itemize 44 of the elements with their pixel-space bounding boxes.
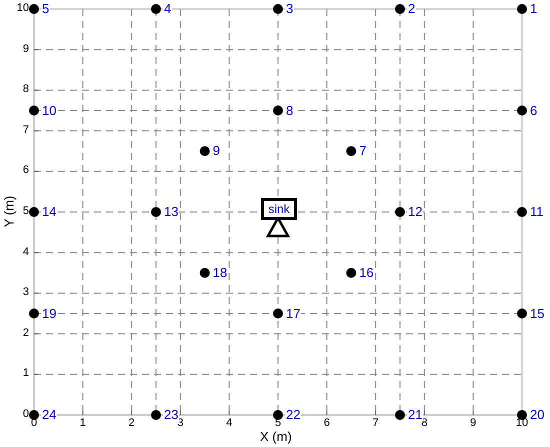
x-tick-label: 2 <box>128 418 135 429</box>
sink-label: sink <box>261 198 297 220</box>
node-number: 19 <box>41 306 58 320</box>
node-number: 20 <box>529 408 546 421</box>
x-tick-label: 4 <box>226 418 232 429</box>
node-number: 12 <box>407 205 424 218</box>
y-tick-label: 10 <box>16 3 29 14</box>
y-tick-label: 3 <box>22 287 29 298</box>
y-tick-label: 0 <box>22 409 29 420</box>
node-number: 1 <box>529 2 538 15</box>
node-number: 17 <box>285 306 302 320</box>
node-number: 5 <box>41 2 50 15</box>
node-number: 23 <box>163 408 180 421</box>
node-number: 22 <box>285 408 302 421</box>
node-number: 14 <box>41 205 58 218</box>
node-number: 11 <box>529 205 544 218</box>
node-number: 3 <box>285 2 294 15</box>
y-tick-label: 7 <box>22 124 29 136</box>
node-number: 16 <box>358 266 375 279</box>
node-number: 6 <box>529 104 538 116</box>
y-tick-label: 1 <box>22 368 29 380</box>
node-number: 8 <box>285 104 294 116</box>
node-number: 2 <box>407 2 416 15</box>
node-number: 10 <box>41 104 58 116</box>
x-tick-label: 6 <box>324 418 330 429</box>
node-number: 15 <box>529 306 546 320</box>
y-tick-label: 9 <box>22 44 29 55</box>
node-number: 18 <box>212 266 228 279</box>
x-tick-label: 9 <box>470 418 476 429</box>
y-axis-title: Y (m) <box>2 196 16 228</box>
node-number: 9 <box>212 144 222 158</box>
x-axis-title: X (m) <box>260 430 292 443</box>
node-number: 21 <box>407 408 424 421</box>
y-tick-label: 8 <box>22 84 29 96</box>
node-number: 7 <box>358 144 368 158</box>
x-tick-label: 1 <box>80 418 86 429</box>
y-tick-label: 4 <box>22 246 29 258</box>
y-tick-label: 2 <box>22 328 29 339</box>
x-tick-label: 7 <box>372 418 379 429</box>
x-tick-label: 10 <box>516 418 528 429</box>
node-number: 4 <box>163 2 172 15</box>
node-number: 13 <box>163 205 180 218</box>
y-tick-label: 6 <box>22 165 29 176</box>
node-number: 24 <box>41 408 58 421</box>
